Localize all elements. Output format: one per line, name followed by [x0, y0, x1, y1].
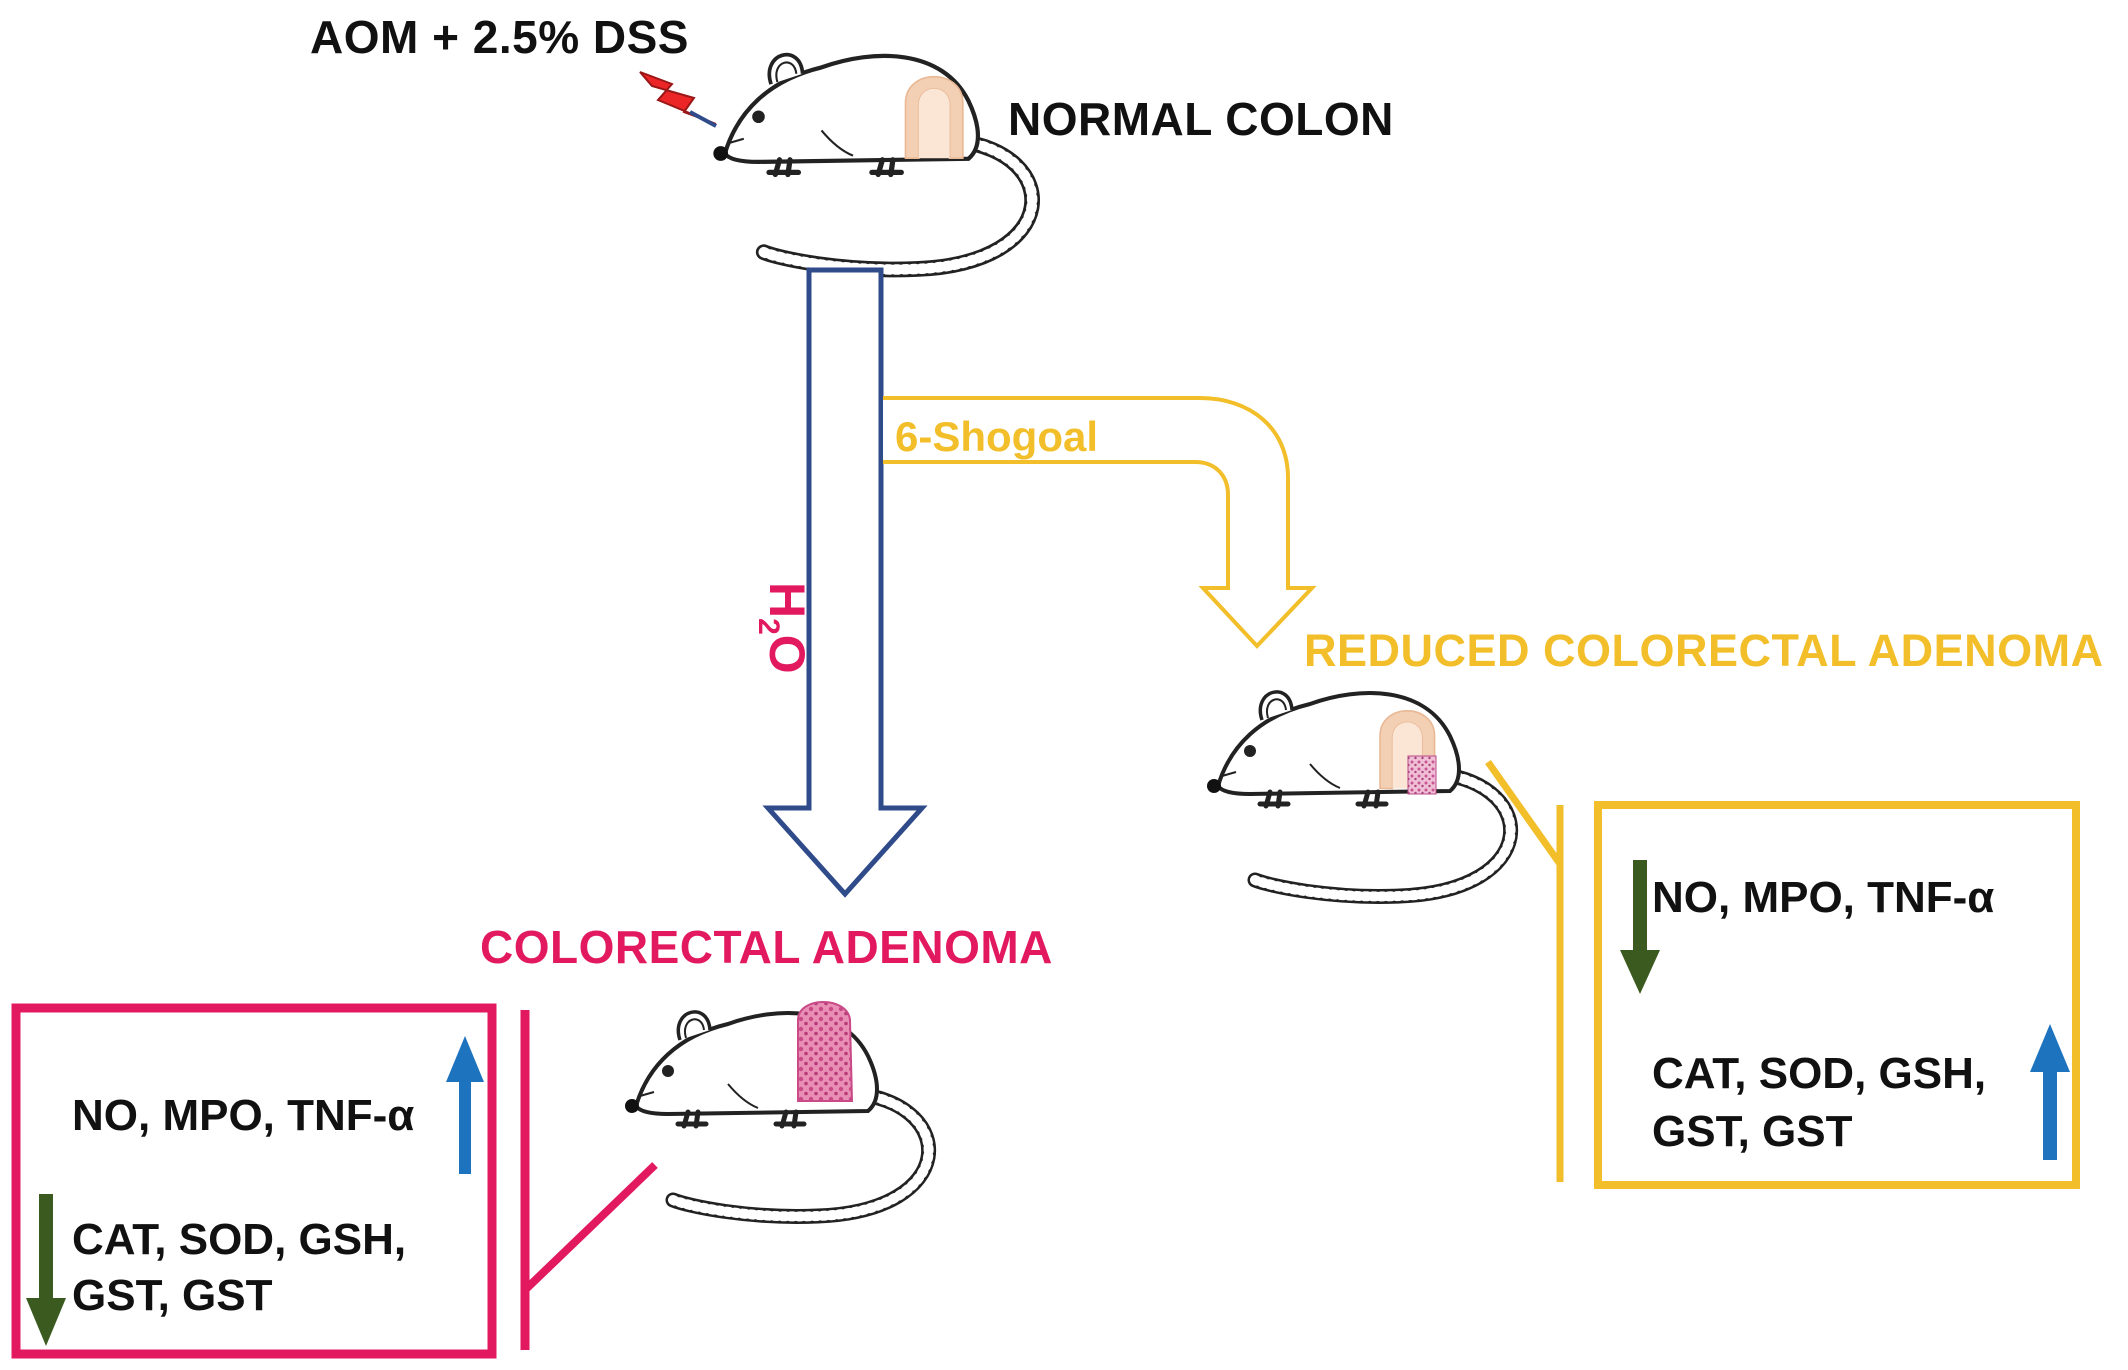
mouse-icon [625, 1001, 929, 1216]
gold-inhibition-line [1485, 759, 1564, 1182]
lightning-icon [639, 71, 717, 128]
right-inflammation-markers: NO, MPO, TNF-α [1652, 873, 1995, 922]
left-antioxidant-markers-1: CAT, SOD, GSH, [72, 1215, 407, 1264]
normal-colon-label: NORMAL COLON [1008, 93, 1394, 145]
arrow-up-icon [446, 1036, 484, 1174]
mouse-icon [713, 55, 1032, 270]
arrow-down-icon [26, 1194, 66, 1346]
mouse-icon [1207, 692, 1511, 897]
adenoma-label: COLORECTAL ADENOMA [480, 921, 1053, 973]
treatment-label: AOM + 2.5% DSS [310, 11, 689, 63]
left-inflammation-markers: NO, MPO, TNF-α [72, 1091, 415, 1140]
h2o-label: H2O [752, 582, 815, 674]
pink-inhibition-line [520, 1010, 658, 1350]
shogoal-flow-arrow [883, 396, 1317, 649]
shogoal-label: 6-Shogoal [895, 413, 1099, 460]
right-antioxidant-markers-2: GST, GST [1652, 1107, 1853, 1156]
left-antioxidant-markers-2: GST, GST [72, 1271, 273, 1320]
arrow-up-icon [2030, 1024, 2070, 1160]
gold-result-box [1594, 801, 2080, 1189]
pink-result-box [11, 1003, 497, 1359]
right-antioxidant-markers-1: CAT, SOD, GSH, [1652, 1049, 1987, 1098]
h2o-flow-arrow [762, 267, 928, 898]
arrow-down-icon [1620, 860, 1660, 994]
reduced-adenoma-label: REDUCED COLORECTAL ADENOMA [1304, 625, 2104, 676]
